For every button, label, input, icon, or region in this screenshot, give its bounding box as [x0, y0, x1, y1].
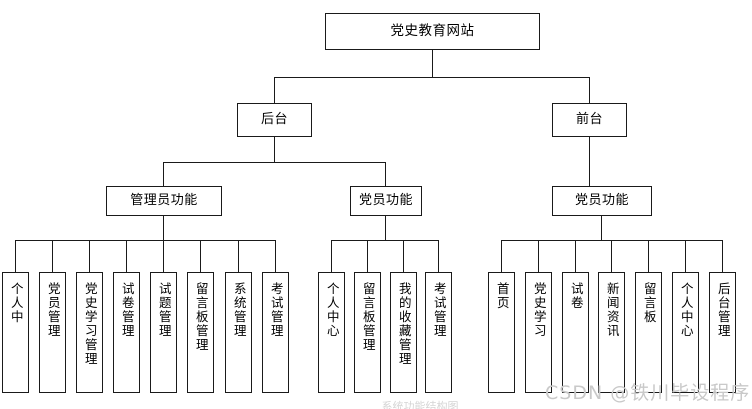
edge-bus-admin-leaves	[15, 240, 276, 241]
edge-drop-memberfront-1	[501, 240, 502, 272]
leaf-admin-system-management-label: 系统管理	[231, 282, 247, 338]
node-backend-label: 后台	[260, 111, 288, 127]
edge-drop-admin-7	[238, 240, 239, 272]
leaf-memberfront-news[interactable]: 新闻资讯	[598, 272, 625, 393]
edge-drop-memberfront-2	[538, 240, 539, 272]
leaf-admin-system-management[interactable]: 系统管理	[225, 272, 252, 393]
node-frontend-label: 前台	[575, 111, 603, 127]
edge-frontend-down	[589, 137, 590, 188]
leaf-admin-exam-paper-management[interactable]: 试卷管理	[113, 272, 140, 393]
edge-bus-to-backend	[274, 77, 275, 103]
leaf-admin-exam-paper-management-label: 试卷管理	[119, 282, 135, 338]
leaf-memberfront-exam-paper[interactable]: 试卷	[562, 272, 589, 393]
leaf-memberfront-party-history-study-label: 党史学习	[531, 282, 547, 338]
edge-drop-memberback-2	[367, 240, 368, 272]
node-admin-functions[interactable]: 管理员功能	[106, 186, 222, 216]
edge-drop-admin-2	[52, 240, 53, 272]
edge-bus-backend-children	[163, 162, 385, 163]
leaf-memberback-message-board-management[interactable]: 留言板管理	[354, 272, 381, 393]
leaf-admin-message-board-management[interactable]: 留言板管理	[187, 272, 214, 393]
node-root[interactable]: 党史教育网站	[325, 13, 540, 50]
leaf-memberfront-personal-center-label: 个人中心	[678, 282, 694, 338]
edge-drop-memberfront-4	[611, 240, 612, 272]
leaf-admin-member-management[interactable]: 党员管理	[39, 272, 66, 393]
edge-drop-admin-1	[15, 240, 16, 272]
leaf-memberfront-home-label: 首页	[494, 282, 510, 310]
node-member-functions-frontend[interactable]: 党员功能	[552, 186, 652, 216]
leaf-memberback-personal-center-label: 个人中心	[324, 282, 340, 338]
edge-drop-memberfront-6	[685, 240, 686, 272]
edge-admin-func-down	[163, 215, 164, 241]
edge-member-func-front-down	[601, 215, 602, 241]
leaf-admin-member-management-label: 党员管理	[45, 282, 61, 338]
edge-root-down	[432, 50, 433, 78]
edge-drop-memberback-4	[438, 240, 439, 272]
edge-bus-level2	[274, 77, 590, 78]
node-member-functions-frontend-label: 党员功能	[574, 192, 629, 208]
edge-bus-to-admin-func	[163, 162, 164, 188]
leaf-memberfront-party-history-study[interactable]: 党史学习	[525, 272, 552, 393]
leaf-memberfront-personal-center[interactable]: 个人中心	[672, 272, 699, 393]
figure-caption: 系统功能结构图	[381, 400, 459, 409]
leaf-memberback-exam-management[interactable]: 考试管理	[425, 272, 452, 393]
leaf-admin-question-management[interactable]: 试题管理	[150, 272, 177, 393]
leaf-memberfront-news-label: 新闻资讯	[604, 282, 620, 338]
edge-drop-memberfront-3	[575, 240, 576, 272]
node-frontend[interactable]: 前台	[552, 103, 627, 137]
leaf-memberback-message-board-management-label: 留言板管理	[360, 282, 376, 352]
edge-bus-to-member-func-back	[385, 162, 386, 188]
edge-drop-memberfront-5	[648, 240, 649, 272]
edge-bus-to-frontend	[589, 77, 590, 103]
edge-drop-admin-8	[275, 240, 276, 272]
edge-member-func-back-down	[385, 215, 386, 241]
edge-drop-admin-3	[89, 240, 90, 272]
leaf-memberback-exam-management-label: 考试管理	[431, 282, 447, 338]
leaf-admin-question-management-label: 试题管理	[156, 282, 172, 338]
leaf-admin-message-board-management-label: 留言板管理	[193, 282, 209, 352]
leaf-memberback-personal-center[interactable]: 个人中心	[318, 272, 345, 393]
node-backend[interactable]: 后台	[237, 103, 312, 137]
edge-backend-down	[274, 137, 275, 163]
edge-drop-memberback-3	[403, 240, 404, 272]
leaf-memberfront-backend-management[interactable]: 后台管理	[709, 272, 736, 393]
node-member-functions-backend-label: 党员功能	[358, 192, 413, 208]
node-admin-functions-label: 管理员功能	[130, 192, 198, 208]
edge-drop-admin-6	[200, 240, 201, 272]
leaf-memberback-my-favorites-management-label: 我的收藏管理	[396, 282, 412, 366]
leaf-admin-exam-management-label: 考试管理	[268, 282, 284, 338]
leaf-memberfront-exam-paper-label: 试卷	[568, 282, 584, 310]
edge-bus-member-back-leaves	[331, 240, 438, 241]
leaf-admin-exam-management[interactable]: 考试管理	[262, 272, 289, 393]
leaf-memberfront-message-board-label: 留言板	[641, 282, 657, 324]
edge-drop-admin-5	[163, 240, 164, 272]
edge-drop-memberfront-7	[722, 240, 723, 272]
leaf-admin-party-history-study-management-label: 党史学习管理	[82, 282, 98, 366]
leaf-admin-personal-center[interactable]: 个人中	[2, 272, 29, 393]
node-root-label: 党史教育网站	[390, 23, 475, 40]
node-member-functions-backend[interactable]: 党员功能	[350, 186, 422, 216]
leaf-admin-personal-center-label: 个人中	[8, 282, 24, 324]
leaf-memberfront-home[interactable]: 首页	[488, 272, 515, 393]
leaf-memberfront-message-board[interactable]: 留言板	[635, 272, 662, 393]
edge-drop-admin-4	[126, 240, 127, 272]
leaf-memberback-my-favorites-management[interactable]: 我的收藏管理	[390, 272, 417, 393]
edge-drop-memberback-1	[331, 240, 332, 272]
leaf-memberfront-backend-management-label: 后台管理	[715, 282, 731, 338]
leaf-admin-party-history-study-management[interactable]: 党史学习管理	[76, 272, 103, 393]
